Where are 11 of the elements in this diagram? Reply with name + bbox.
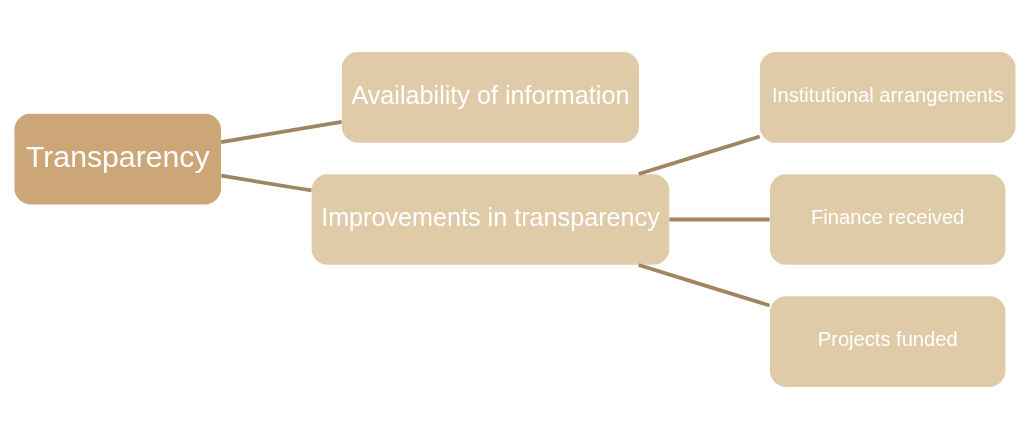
node-box: Availability of information bbox=[341, 51, 639, 143]
node-box: Projects funded bbox=[769, 295, 1006, 387]
connector bbox=[638, 262, 771, 307]
node-box: Institutional arrangements bbox=[759, 51, 1016, 143]
node-box: Transparency bbox=[14, 113, 221, 204]
connector bbox=[220, 119, 342, 144]
node-box: Improvements in transparency bbox=[311, 173, 670, 265]
connector bbox=[220, 173, 312, 192]
node-box: Finance received bbox=[769, 173, 1006, 265]
connector bbox=[669, 217, 770, 221]
connector bbox=[638, 134, 761, 176]
